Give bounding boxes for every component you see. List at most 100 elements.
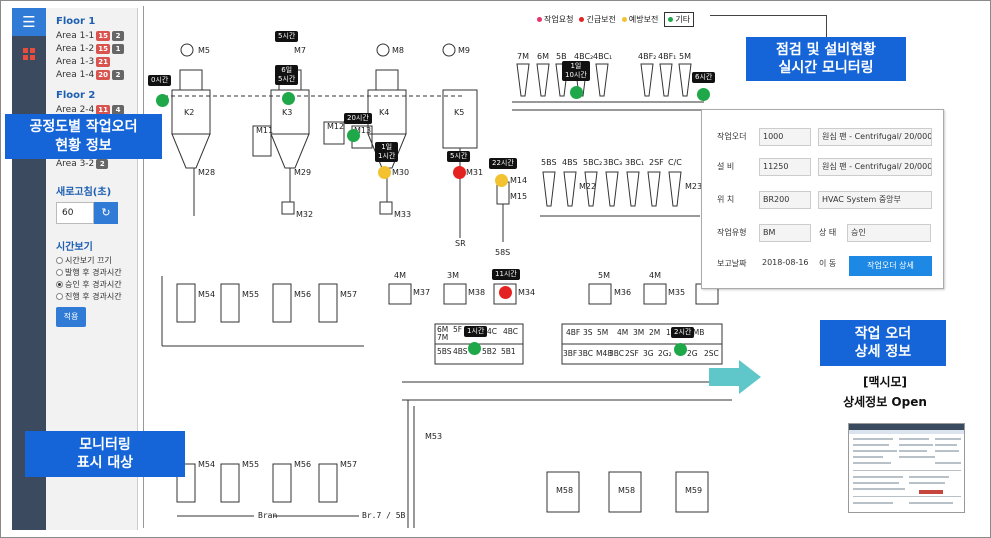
detail-value-field[interactable]: 11250 [759,158,811,176]
status-tag-m6[interactable]: 0시간 [148,75,172,86]
detail-label: 이 동 [819,259,837,268]
status-dot-grid-1[interactable] [468,342,481,355]
status-tag-grid-1[interactable]: 1시간 [464,326,488,337]
eq-m59: M59 [685,486,703,495]
radio-icon[interactable] [56,257,63,264]
eq-k3: K3 [282,108,293,117]
detail-label: 상 태 [819,228,837,237]
status-dot-m6[interactable] [156,94,169,107]
detail-value-field[interactable]: HVAC System 중앙부 [818,191,932,209]
open-arrow-icon [709,360,761,394]
area-label: Area 3-2 [56,159,95,169]
eq-m57-lower: M57 [340,460,358,469]
funnel-label: 4BF₁ [658,52,677,61]
legend-dot-icon [621,16,627,22]
maxmo-open-label: 상세정보 Open [843,395,927,409]
status-tag-m31[interactable]: 5시간 [447,151,471,162]
grid-cell: 3BC [578,349,594,358]
eq-m38: M38 [468,288,486,297]
time-view-radio[interactable]: 시간보기 끄기 [56,255,137,267]
eq-m29: M29 [294,168,312,177]
maxmo-caption: [맥시모] 상세정보 Open [825,372,945,412]
detail-value-field[interactable]: 원심 팬 - Centrifugal/ 20/000 CFM [818,158,932,176]
status-dot-m34[interactable] [499,286,512,299]
status-tag-right-2[interactable]: 6시간 [692,72,716,83]
detail-value-field[interactable]: BR200 [759,191,811,209]
status-dot-m30[interactable] [378,166,391,179]
funnel-label: 2SF [649,158,664,167]
count-badge: 11 [96,105,111,115]
status-tag-right-1[interactable]: 1일 10시간 [562,61,590,81]
eq-m58: M58 [556,486,574,495]
apply-button[interactable]: 적용 [56,307,86,327]
time-view-radio[interactable]: 진행 후 경과시간 [56,291,137,303]
eq-m5: M5 [198,46,210,55]
detail-value-field[interactable]: 원심 팬 - Centrifugal/ 20/000 CFM [818,128,932,146]
status-dot-m14[interactable] [495,174,508,187]
status-tag-m12[interactable]: 20시간 [344,113,372,124]
detail-value-field[interactable]: 1000 [759,128,811,146]
grid-cell: 3G [643,349,654,358]
status-dot-right-1[interactable] [570,86,583,99]
status-tag-k3[interactable]: 6일 5시간 [275,65,299,85]
floor-title[interactable]: Floor 1 [56,16,96,27]
status-tag-m7[interactable]: 5시간 [275,31,299,42]
grid-apps-icon[interactable] [23,48,35,60]
callout-work-order-status: 공정도별 작업오더 현황 정보 [5,114,162,159]
status-tag-m34[interactable]: 11시간 [492,269,520,280]
status-dot-k3[interactable] [282,92,295,105]
status-tag-m30[interactable]: 1일 1시간 [375,142,399,162]
detail-value-field[interactable]: 승인 [847,224,931,242]
funnel-label: 7M [517,52,529,61]
process-lines [161,43,732,528]
status-dot-m12[interactable] [347,129,360,142]
grid-cell: 4BF [566,328,581,337]
detail-value-field[interactable]: 2018-08-16 [759,255,811,273]
eq-5m: 5M [598,271,610,280]
radio-icon[interactable] [56,293,63,300]
funnel-label: 5BS [541,158,557,167]
time-view-radio[interactable]: 발행 후 경과시간 [56,267,137,279]
eq-m55-lower: M55 [242,460,260,469]
radio-label: 시간보기 끄기 [65,256,112,265]
status-dot-m31[interactable] [453,166,466,179]
area-label: Area 1-2 [56,44,95,54]
eq-m12: M12 [327,122,345,131]
work-order-detail-button[interactable]: 작업오더 상세 [849,256,932,276]
refresh-icon[interactable]: ↻ [94,202,118,224]
grid-cell: 6M 7M [437,325,449,342]
eq-m33: M33 [394,210,412,219]
refresh-interval-input[interactable]: 60 [56,202,94,224]
funnel-label: 4BC₂ [574,52,594,61]
detail-value-field[interactable]: BM [759,224,811,242]
status-tag-grid-2[interactable]: 2시간 [671,327,695,338]
status-dot-right-2[interactable] [697,88,710,101]
status-dot-grid-2[interactable] [674,343,687,356]
hamburger-menu-icon[interactable]: ☰ [12,8,46,36]
eq-bran: Bran [258,511,278,520]
radio-icon[interactable] [56,269,63,276]
floor-title[interactable]: Floor 2 [56,90,96,101]
legend-item: 기타 [664,11,695,27]
eq-m54-lower: M54 [198,460,216,469]
eq-m56-lower: M56 [294,460,312,469]
grid-cell: 2G [687,349,698,358]
funnel-label: 3BC₃ [603,158,623,167]
refresh-label: 새로고침(초) [56,187,112,198]
funnel-label: 4BF₂ [638,52,657,61]
status-tag-m14[interactable]: 22시간 [489,158,517,169]
radio-icon[interactable] [56,281,63,288]
time-view-radio[interactable]: 승인 후 경과시간 [56,279,137,291]
grid-cell: 4C [487,327,498,336]
